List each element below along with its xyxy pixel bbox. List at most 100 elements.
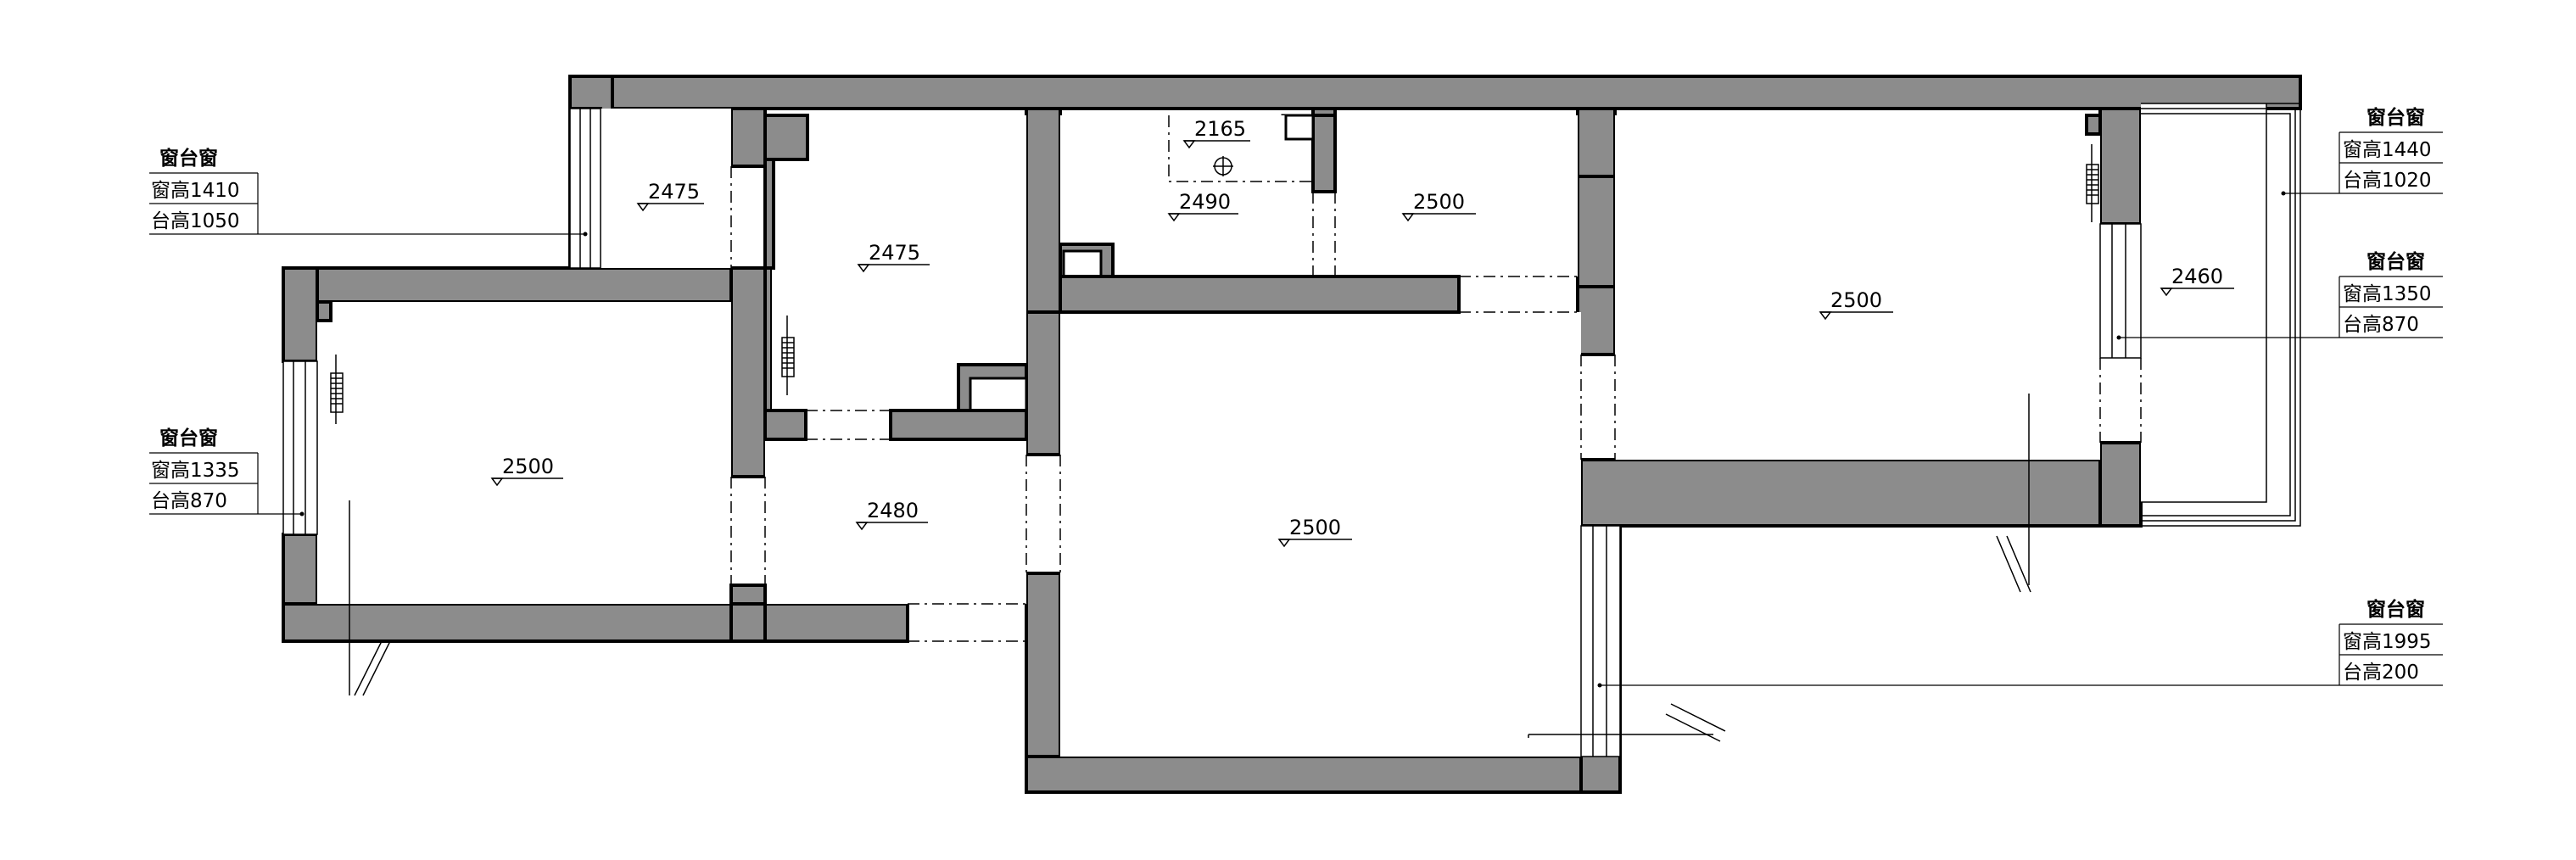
level-value: 2475: [869, 241, 920, 265]
level-value: 2500: [1289, 516, 1341, 539]
section-marks: [349, 394, 2031, 742]
window-label-mid-right: 窗台窗 窗高1350 台高870: [2116, 250, 2443, 340]
balcony-frame: [2141, 103, 2301, 527]
svg-text:台高1050: 台高1050: [151, 210, 240, 232]
level-mark: 2165: [1182, 117, 1250, 149]
wall-kitchen-corner-2: [763, 114, 809, 161]
wall-kitchen-left-top: [763, 158, 775, 270]
room-hall: [765, 439, 1026, 604]
level-mark: 2500: [490, 455, 563, 487]
window-label-value: 1335: [190, 460, 240, 482]
wall-bedroom-left-left-top: [282, 266, 319, 363]
svg-text:台高870: 台高870: [151, 490, 227, 512]
level-value: 2460: [2171, 265, 2223, 288]
level-mark: 2500: [1819, 288, 1893, 321]
window-label-title: 窗台窗: [2366, 250, 2425, 273]
svg-text:窗高1440: 窗高1440: [2343, 139, 2432, 161]
floor-drain-icon: [1213, 156, 1233, 176]
wall-hall-bottom-left: [729, 584, 767, 606]
level-mark: 2460: [2160, 265, 2234, 297]
window-label-key: 窗高: [2343, 631, 2382, 653]
level-value: 2500: [1413, 190, 1465, 214]
walls: [282, 75, 2302, 794]
wall-bedroom-right-corner: [2085, 114, 2102, 136]
wc-box-inner-2: [1062, 249, 1103, 278]
svg-text:窗高1410: 窗高1410: [151, 180, 240, 202]
room-living: [1060, 312, 1581, 757]
wall-living-left-top: [1025, 310, 1062, 456]
level-value: 2475: [648, 180, 700, 204]
wall-bath-kitchen-top: [729, 107, 767, 168]
window-label-mid-left: 窗台窗 窗高1335 台高870: [149, 427, 305, 517]
level-mark: 2480: [855, 499, 928, 531]
kitchen-box-inner-2: [969, 377, 1028, 414]
window-label-value: 870: [190, 490, 227, 512]
room-kitchen: [772, 115, 1026, 410]
wall-right-bedroom-right-top: [2098, 107, 2143, 226]
level-value: 2480: [867, 499, 919, 522]
svg-text:窗高1995: 窗高1995: [2343, 631, 2432, 653]
svg-text:窗高1350: 窗高1350: [2343, 283, 2432, 305]
wall-right-bedroom-right-bottom: [2098, 441, 2143, 528]
window-label-key: 台高: [2343, 314, 2382, 336]
window-label-value: 870: [2382, 314, 2419, 336]
svg-text:台高200: 台高200: [2343, 662, 2419, 684]
wall-right-bedroom-bottom: [1579, 458, 2143, 528]
window-label-value: 1350: [2382, 283, 2432, 305]
window-label-key: 台高: [151, 490, 190, 512]
wall-bedroom-left-right-upper: [729, 266, 767, 478]
radiators: [330, 144, 2099, 424]
room-storage: [1335, 115, 1578, 276]
window-label-value: 1995: [2382, 631, 2432, 653]
level-value: 2165: [1194, 117, 1246, 141]
window-label-title: 窗台窗: [159, 427, 218, 450]
radiator-icon: [781, 316, 795, 395]
walls-overlay: [316, 114, 2102, 606]
window-label-value: 1020: [2382, 170, 2432, 192]
window-label-key: 窗高: [2343, 139, 2382, 161]
level-mark: 2500: [1277, 516, 1352, 548]
svg-text:台高870: 台高870: [2343, 314, 2419, 336]
wall-living-right-top: [1576, 285, 1617, 356]
window-label-title: 窗台窗: [159, 147, 218, 170]
rooms: [317, 103, 2266, 757]
window-label-key: 台高: [151, 210, 190, 232]
level-mark: 2475: [636, 180, 704, 212]
window-label-title: 窗台窗: [2366, 106, 2425, 129]
wall-top-left: [568, 75, 614, 112]
wall-kitchen-bottom-right-2: [889, 409, 1028, 441]
window-label-key: 台高: [2343, 170, 2382, 192]
room-balcony: [2141, 103, 2266, 502]
level-mark: 2490: [1167, 190, 1238, 222]
window-label-key: 窗高: [151, 180, 190, 202]
wall-wc-storage-2: [1311, 114, 1337, 193]
window-label-value: 1050: [190, 210, 240, 232]
window-living: [1580, 525, 1621, 757]
room-bedroom-right: [1615, 115, 2100, 460]
window-label-title: 窗台窗: [2366, 598, 2425, 621]
wall-bedroom-left-bottom: [282, 602, 909, 643]
level-value: 2490: [1179, 190, 1231, 214]
wall-top: [568, 75, 2302, 110]
radiator-icon: [330, 355, 344, 424]
wall-kitchen-bottom-left: [763, 409, 807, 441]
level-marks: 2475 2475 2165 2490 2500 2500: [490, 117, 2234, 548]
level-mark: 2500: [1401, 190, 1476, 222]
wc-shaft-2: [1284, 114, 1315, 141]
radiator-icon: [2086, 144, 2099, 222]
wall-wc-bottom-2: [1059, 275, 1461, 314]
level-mark: 2475: [857, 241, 930, 273]
svg-text:窗高1335: 窗高1335: [151, 460, 240, 482]
window-label-top-left: 窗台窗 窗高1410 台高1050: [149, 147, 588, 237]
wall-bedroom-left-top: [282, 266, 767, 304]
room-bedroom-left: [317, 302, 731, 604]
window-label-top-right: 窗台窗 窗高1440 台高1020: [2281, 106, 2443, 196]
window-bath-left: [569, 108, 601, 269]
door-openings: [730, 115, 2142, 642]
svg-text:台高1020: 台高1020: [2343, 170, 2432, 192]
wall-bedroom-left-corner: [316, 300, 332, 322]
window-label-key: 台高: [2343, 662, 2382, 684]
level-value: 2500: [502, 455, 554, 478]
window-label-value: 200: [2382, 662, 2419, 684]
